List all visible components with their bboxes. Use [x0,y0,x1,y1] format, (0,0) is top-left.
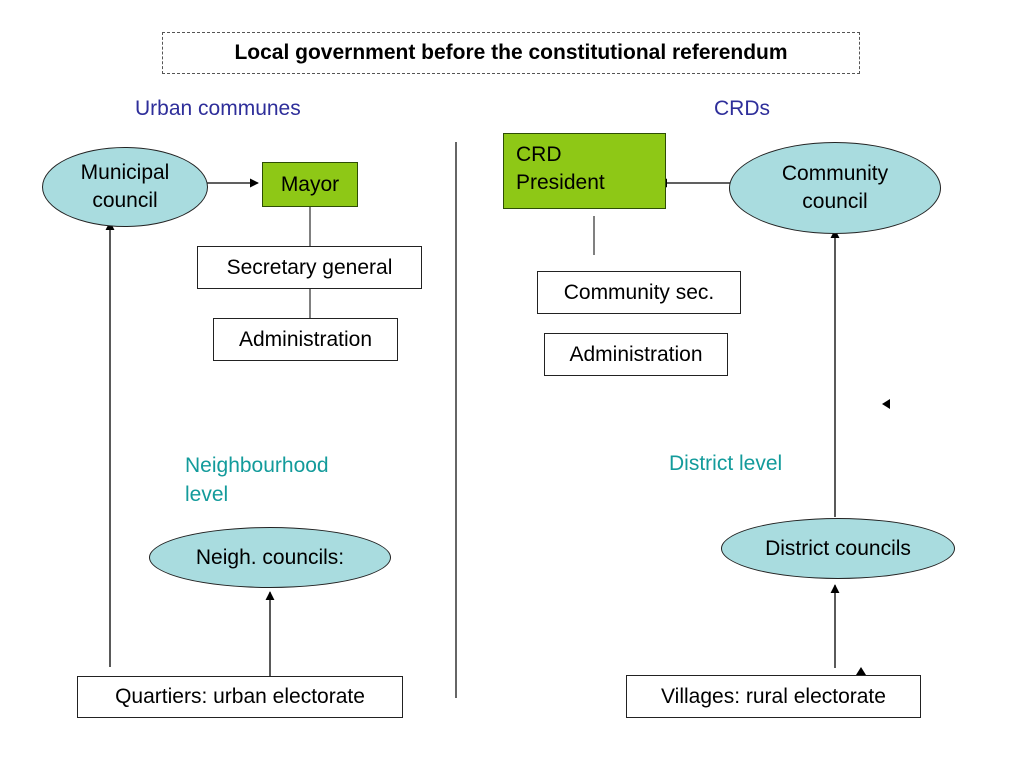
urban-communes-heading: Urban communes [135,97,301,120]
crd-president-node: CRD President [503,133,666,209]
rural-administration-node: Administration [544,333,728,376]
municipal-council-node: Municipal council [42,147,208,227]
community-council-node: Community council [729,142,941,234]
neigh-councils-node: Neigh. councils: [149,527,391,588]
district-level-label: District level [669,452,783,475]
stray-arrowhead-1 [882,399,890,409]
urban-administration-node: Administration [213,318,398,361]
community-sec-node: Community sec. [537,271,741,314]
diagram-title: Local government before the constitution… [162,32,860,74]
rural-electorate-node: Villages: rural electorate [626,675,921,718]
district-councils-node: District councils [721,518,955,579]
secretary-general-node: Secretary general [197,246,422,289]
stray-arrowhead-2 [856,667,866,675]
crds-heading: CRDs [714,97,770,120]
mayor-node: Mayor [262,162,358,207]
neighbourhood-level-label: Neighbourhood level [185,454,329,506]
urban-electorate-node: Quartiers: urban electorate [77,676,403,718]
